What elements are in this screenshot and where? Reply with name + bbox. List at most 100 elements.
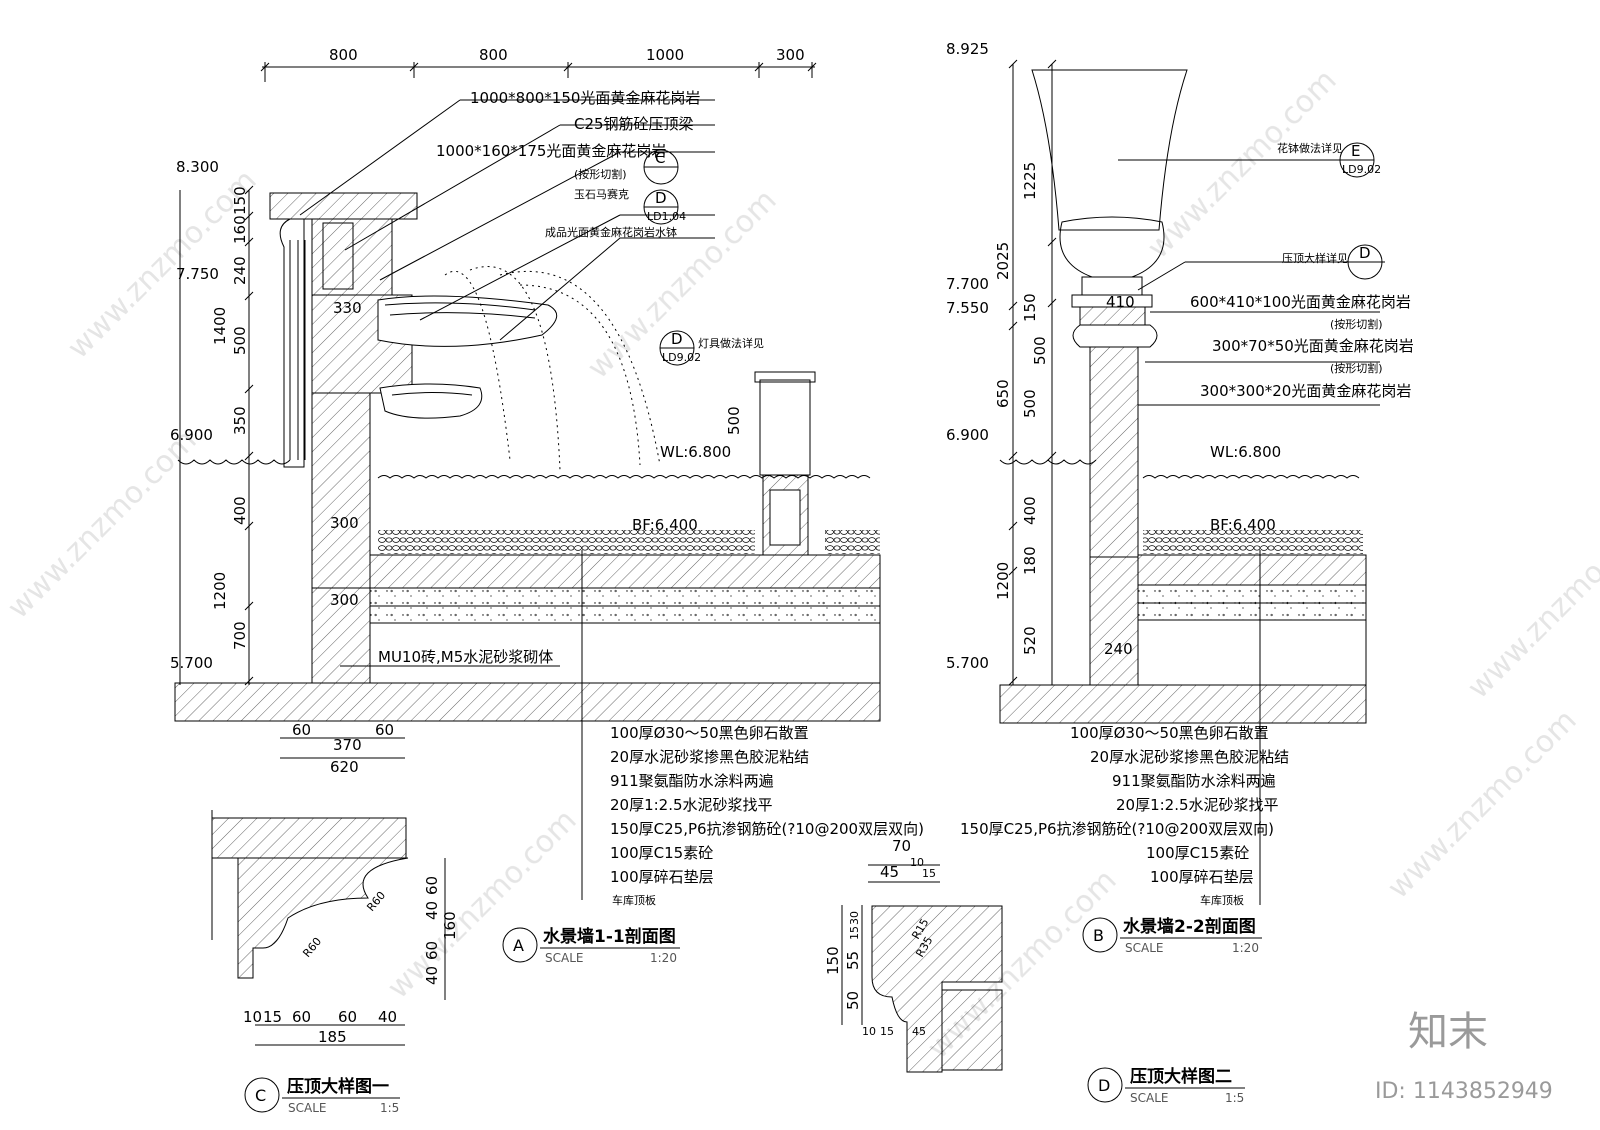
dim-label: 500 <box>725 406 743 435</box>
bubble-letter: D <box>671 330 683 348</box>
title-a <box>502 927 680 963</box>
detail-d-labels: 70 45 10 15 30 15 55 150 50 R15 R35 10 1… <box>824 837 936 1038</box>
dim-label: 330 <box>333 299 362 317</box>
elevation-label: 6.900 <box>946 426 989 444</box>
note-label: 压顶大样详见 <box>1282 251 1348 265</box>
layer-item: 100厚碎石垫层 <box>1150 868 1254 886</box>
bottom-level: BF:6.400 <box>632 516 698 534</box>
elevation-label: 6.900 <box>170 426 213 444</box>
title-name: 压顶大样图二 <box>1130 1066 1232 1087</box>
section-b-labels: 8.925 7.700 7.550 6.900 5.700 花钵做法详见 压顶大… <box>946 40 1414 672</box>
dim-label: 800 <box>479 46 508 64</box>
title-letter: C <box>255 1086 266 1105</box>
note-label: C25钢筋砼压顶梁 <box>574 115 694 133</box>
detail-d <box>841 864 1003 1073</box>
layer-item: 20厚水泥砂浆掺黑色胶泥粘结 <box>1090 748 1289 766</box>
dim-label: 300 <box>330 591 359 609</box>
dim-label: 400 <box>1021 496 1039 525</box>
dim-label: 650 <box>994 379 1012 408</box>
dim-label: 160 <box>441 911 459 940</box>
dim-label: 500 <box>1021 389 1039 418</box>
light-note: 灯具做法详见 <box>698 336 764 350</box>
dim-label: 180 <box>1021 546 1039 575</box>
layer-item: 150厚C25,P6抗渗钢筋砼(?10@200双层双向) <box>960 820 1274 838</box>
layer-item: 100厚Ø30～50黑色卵石散置 <box>1070 724 1269 742</box>
water-level: WL:6.800 <box>1210 443 1281 461</box>
dim-label: 60 <box>338 1008 357 1026</box>
dim-label: 10 <box>243 1008 262 1026</box>
dim-label: 2025 <box>994 242 1012 280</box>
elevation-label: 8.300 <box>176 158 219 176</box>
title-scale: SCALE <box>1130 1091 1168 1105</box>
section-b-vdims: 1225 2025 150 500 650 500 400 180 1200 5… <box>994 162 1049 655</box>
detail-bubble-d2 <box>659 330 695 366</box>
dim-label: 15 <box>922 867 936 880</box>
dim-label: 240 <box>231 256 249 285</box>
note-label: 玉石马赛克 <box>574 187 629 201</box>
layer-item: 20厚水泥砂浆掺黑色胶泥粘结 <box>610 748 809 766</box>
detail-bubble-d1 <box>643 189 679 225</box>
dim-label: 60 <box>375 721 394 739</box>
dim-label: 300 <box>330 514 359 532</box>
dim-label: 60 <box>292 1008 311 1026</box>
dim-label: 1200 <box>211 572 229 610</box>
title-c <box>244 1077 400 1113</box>
detail-bubble-e <box>1339 142 1375 178</box>
layer-item: 911聚氨酯防水涂料两遍 <box>610 772 774 790</box>
dim-label: 10 <box>910 856 924 869</box>
title-ratio: 1:20 <box>1232 941 1259 955</box>
note-label: 1000*160*175光面黄金麻花岗岩 <box>436 142 666 160</box>
title-letter: A <box>513 936 524 955</box>
layer-list-b: 100厚Ø30～50黑色卵石散置 20厚水泥砂浆掺黑色胶泥粘结 911聚氨酯防水… <box>960 724 1289 907</box>
dim-label: 1200 <box>994 562 1012 600</box>
dim-label: 370 <box>333 736 362 754</box>
detail-c-labels: 60 40 60 40 160 R60 R60 10 15 60 60 40 1… <box>243 876 459 1046</box>
section-a <box>174 62 881 900</box>
dim-label: 410 <box>1106 293 1135 311</box>
watermark-text: www.znzmo.com <box>1461 503 1600 706</box>
dim-label: 520 <box>1021 626 1039 655</box>
dim-label: 1225 <box>1021 162 1039 200</box>
id-label: ID: 1143852949 <box>1375 1079 1553 1104</box>
dim-label: 150 <box>231 186 249 215</box>
note-label: (按形切割) <box>1330 361 1383 375</box>
dim-label: 70 <box>892 837 911 855</box>
note-label: 花钵做法详见 <box>1277 141 1343 155</box>
elevation-label: 5.700 <box>946 654 989 672</box>
note-label: (按形切割) <box>1330 317 1383 331</box>
layer-item: 911聚氨酯防水涂料两遍 <box>1112 772 1276 790</box>
watermark-text: www.znzmo.com <box>1 423 204 626</box>
title-ratio: 1:20 <box>650 951 677 965</box>
dim-label: 400 <box>231 496 249 525</box>
section-b <box>999 59 1385 905</box>
dim-label: 50 <box>844 991 862 1010</box>
dim-label: 60 <box>423 876 441 895</box>
dim-label: 500 <box>231 326 249 355</box>
note-label: 300*300*20光面黄金麻花岗岩 <box>1200 382 1411 400</box>
section-a-labels: 800 800 1000 300 8.300 7.750 6.900 5.700… <box>170 46 805 776</box>
title-scale: SCALE <box>288 1101 326 1115</box>
title-ratio: 1:5 <box>380 1101 399 1115</box>
bottom-level: BF:6.400 <box>1210 516 1276 534</box>
bubble-letter: D <box>655 189 667 207</box>
layer-item: 车库顶板 <box>1200 893 1244 907</box>
dim-label: 45 <box>880 863 899 881</box>
bubble-ref: LD9.02 <box>662 351 701 364</box>
dim-label: 15 <box>880 1025 894 1038</box>
bubble-letter: D <box>1359 244 1371 262</box>
note-label: 1000*800*150光面黄金麻花岗岩 <box>470 89 700 107</box>
title-scale: SCALE <box>1125 941 1163 955</box>
bubble-letter: E <box>1351 142 1360 160</box>
title-name: 压顶大样图一 <box>287 1076 389 1097</box>
note-label: 成品光面黄金麻花岗岩水钵 <box>545 225 677 239</box>
dim-label: 15 <box>263 1008 282 1026</box>
elevation-label: 7.750 <box>176 265 219 283</box>
dim-label: 240 <box>1104 640 1133 658</box>
note-label: (按形切割) <box>574 167 627 181</box>
title-b <box>1082 917 1262 953</box>
detail-bubble-d-b <box>1347 244 1383 280</box>
layer-item: 100厚碎石垫层 <box>610 868 714 886</box>
dim-label: 60 <box>292 721 311 739</box>
dim-label: 40 <box>423 966 441 985</box>
note-label: 300*70*50光面黄金麻花岗岩 <box>1212 337 1414 355</box>
